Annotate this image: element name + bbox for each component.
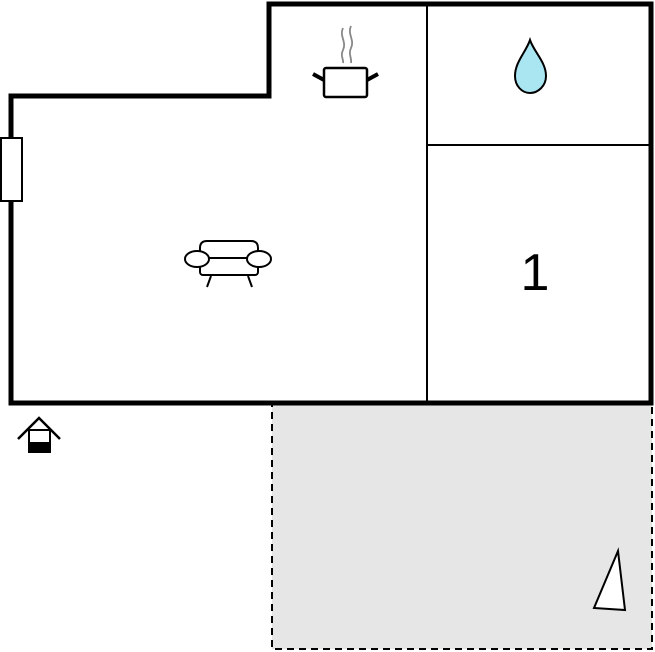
sofa-icon [184,240,272,288]
cooking-pot-icon [312,25,379,99]
window-icon [0,137,23,202]
outer-walls [8,1,654,406]
entrance-house-icon [17,416,61,453]
water-drop-icon [513,36,548,95]
bedroom-number-label: 1 [521,244,550,302]
terrace-area [271,402,653,650]
sail-shade-icon [592,547,627,612]
